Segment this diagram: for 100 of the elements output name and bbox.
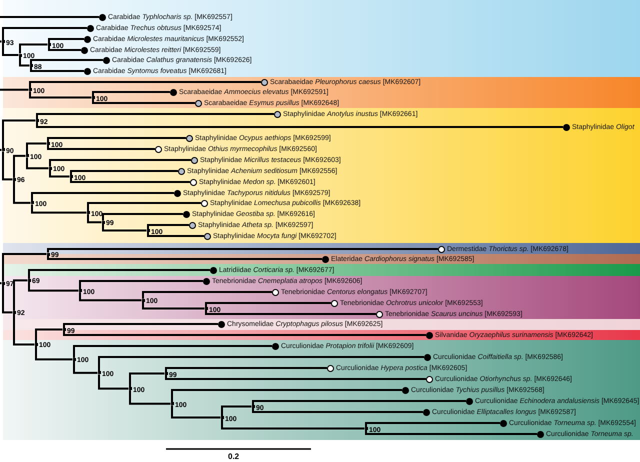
tree-branch	[70, 178, 190, 183]
tree-branch	[73, 345, 272, 358]
branch-node	[30, 64, 32, 67]
tree-branch	[47, 137, 186, 142]
branch-node	[2, 148, 4, 152]
branch-node	[204, 307, 208, 310]
tree-branch	[13, 180, 30, 204]
tree-branch	[102, 213, 183, 221]
tree-branch	[2, 253, 46, 282]
tree-branch	[87, 202, 201, 212]
tree-branch	[165, 375, 426, 380]
branch-node	[72, 358, 76, 361]
tree-branch	[19, 44, 48, 54]
tree-branch	[47, 256, 322, 260]
tree-branch	[129, 390, 170, 405]
tree-branch	[147, 224, 189, 229]
tree-branch	[36, 122, 563, 128]
branch-node	[34, 342, 38, 346]
tree-branch	[102, 224, 146, 232]
tree-branch	[0, 88, 28, 91]
tree-branch	[2, 284, 12, 314]
tree-branch	[79, 292, 142, 302]
tree-branch	[31, 204, 86, 214]
tree-branch	[79, 280, 203, 290]
branch-node	[12, 178, 16, 181]
branch-node	[142, 298, 144, 302]
branch-node	[92, 96, 94, 99]
tree-branch	[29, 91, 92, 98]
tree-branch	[142, 291, 272, 299]
branch-node	[70, 175, 72, 178]
tree-branch	[252, 408, 423, 413]
tree-branch	[365, 430, 537, 435]
branch-node	[36, 119, 38, 122]
branch-node	[2, 282, 4, 285]
branch-node	[46, 252, 50, 256]
tree-branch	[49, 170, 70, 178]
tree-branch	[0, 16, 99, 18]
branch-node	[102, 220, 104, 224]
tree-branch	[49, 159, 191, 167]
tree-branch	[13, 279, 28, 311]
tree-branch	[47, 145, 155, 150]
tree-branch	[70, 170, 178, 175]
branch-node	[48, 166, 52, 170]
tree-branch	[2, 27, 87, 40]
branch-node	[364, 427, 368, 430]
branch-node	[26, 154, 28, 158]
tree-branch	[171, 405, 220, 418]
branch-node	[86, 211, 90, 214]
tree-branch	[13, 314, 34, 346]
tree-branch	[98, 374, 128, 390]
branch-node	[98, 371, 100, 374]
tree-branch	[63, 331, 426, 336]
tree-branch	[29, 81, 261, 88]
branch-node	[48, 43, 50, 46]
scale-label: 0.2	[228, 452, 240, 461]
tree-branch	[2, 43, 18, 56]
tree-branch	[98, 356, 424, 372]
tree-branch	[365, 422, 500, 427]
branch-node	[170, 402, 174, 406]
tree-branch	[221, 419, 364, 430]
tree-branch	[36, 113, 274, 119]
tree-branch	[31, 192, 174, 202]
tree-branch	[142, 302, 204, 310]
tree-branch	[48, 38, 84, 43]
branch-node	[252, 405, 254, 408]
branch-node	[46, 142, 50, 145]
tree-branch	[2, 120, 36, 148]
tree-branch	[13, 154, 26, 178]
tree-branch	[205, 302, 331, 307]
tree-branch	[73, 360, 98, 374]
tree-branch	[63, 323, 218, 328]
branch-node	[18, 54, 22, 56]
tree-branch	[165, 367, 327, 372]
tree-branch	[147, 232, 204, 237]
branch-node	[62, 328, 66, 331]
tree-branch	[35, 346, 72, 360]
branch-node	[146, 229, 150, 232]
tree-branch	[28, 282, 78, 292]
tree-branch	[252, 400, 466, 405]
tree-branch	[221, 406, 252, 416]
tree-branch	[28, 269, 210, 279]
tree-branch	[205, 310, 376, 315]
tree-branch	[30, 59, 103, 64]
tree-branch	[30, 67, 84, 72]
branch-node	[12, 310, 16, 314]
branch-node	[28, 88, 32, 92]
tree-branch	[47, 248, 438, 253]
tree-branch	[48, 46, 81, 51]
tree-branch	[129, 372, 164, 388]
branch-node	[78, 289, 82, 292]
tree-branch	[92, 91, 170, 96]
tree-branch	[171, 389, 402, 402]
tree-branch	[26, 142, 46, 154]
tree-branch	[26, 157, 48, 170]
branch-node	[220, 416, 224, 419]
tree-branch	[35, 328, 62, 343]
tree-branch	[92, 99, 195, 104]
branch-node	[128, 387, 132, 390]
branch-node	[30, 201, 34, 204]
branch-node	[28, 278, 30, 282]
